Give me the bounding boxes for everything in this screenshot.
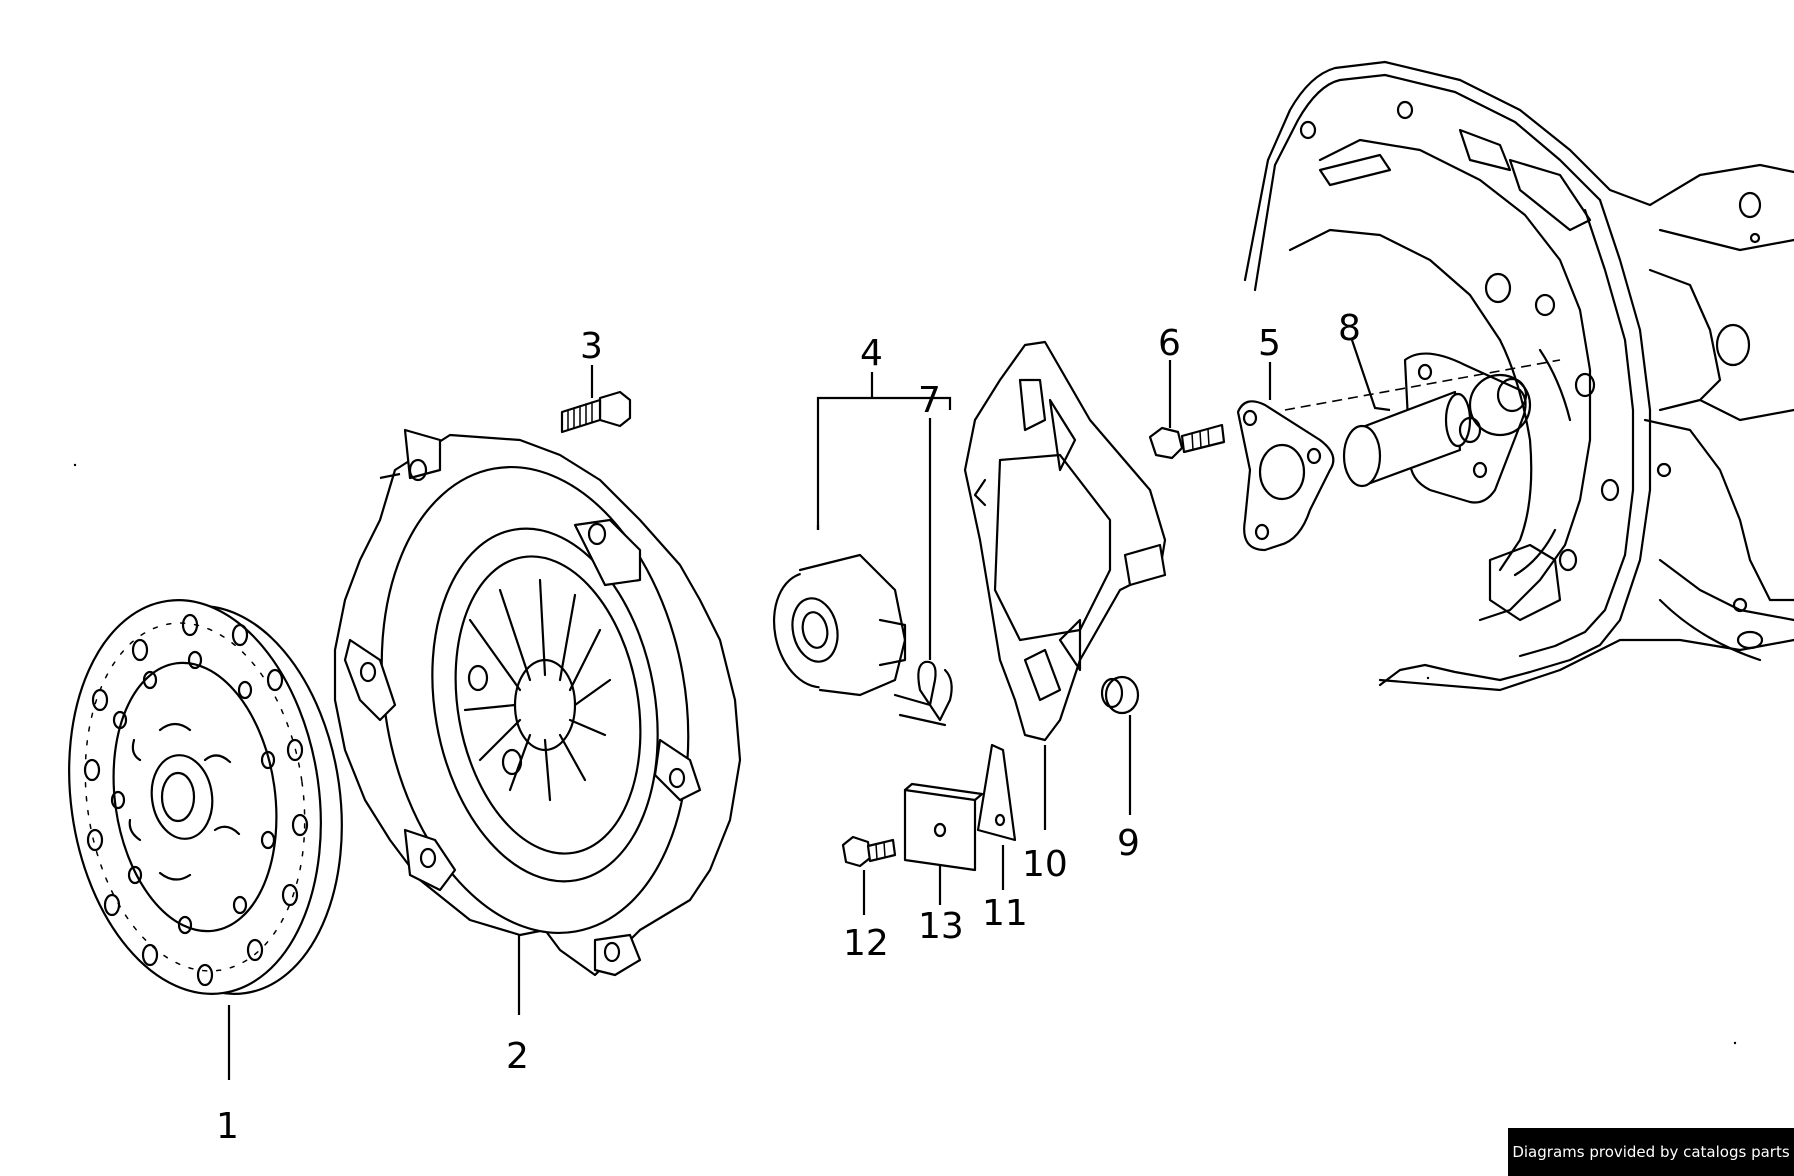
callout-11: 11 (982, 893, 1028, 934)
bolt-3 (560, 390, 632, 434)
guide-sleeve (1284, 352, 1561, 504)
bolt-6 (1148, 423, 1226, 460)
callout-10: 10 (1022, 844, 1068, 885)
callout-3: 3 (580, 326, 603, 367)
plug (1100, 675, 1140, 715)
leader-lines (227, 339, 1391, 1080)
gasket (1236, 400, 1335, 552)
callout-5: 5 (1258, 323, 1281, 364)
callout-1: 1 (216, 1106, 239, 1147)
transmission-housing (1243, 60, 1794, 692)
callout-labels: 1 2 3 4 5 6 7 8 9 10 11 12 13 (216, 308, 1361, 1147)
callout-12: 12 (843, 923, 889, 964)
callout-13: 13 (918, 906, 964, 947)
shim-triangle (976, 743, 1017, 842)
callout-9: 9 (1117, 823, 1140, 864)
clutch-disc (68, 599, 343, 995)
callout-7: 7 (918, 380, 941, 421)
pressure-plate (333, 428, 742, 977)
callout-2: 2 (506, 1036, 529, 1077)
clip-spring (893, 660, 953, 727)
credit-banner: Diagrams provided by catalogs parts (1508, 1128, 1794, 1176)
release-fork-bracket (963, 340, 1167, 742)
callout-8: 8 (1338, 308, 1361, 349)
callout-6: 6 (1158, 323, 1181, 364)
release-bearing (772, 553, 907, 697)
callout-4: 4 (860, 333, 883, 374)
scan-specks (73, 463, 1737, 1045)
shim-plate (903, 782, 984, 872)
bolt-12 (841, 835, 897, 868)
